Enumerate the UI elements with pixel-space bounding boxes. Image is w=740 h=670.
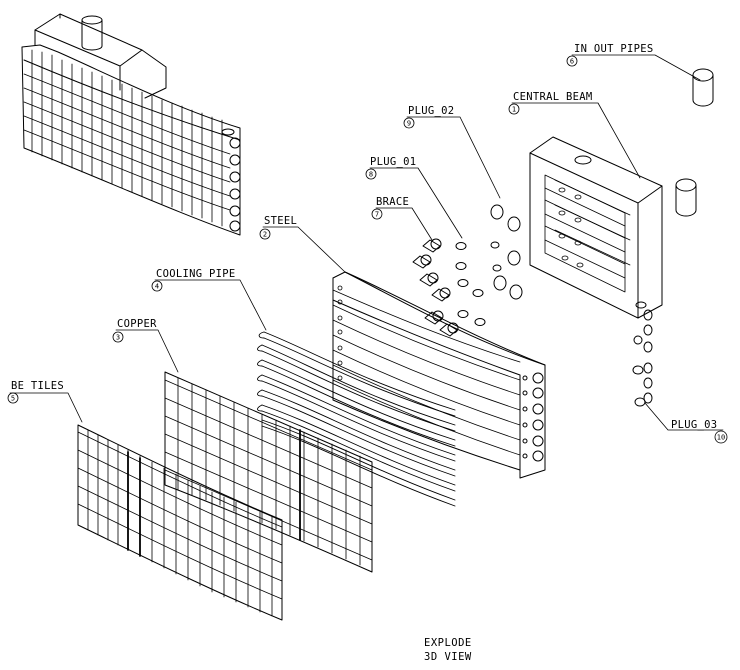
callout-label: BRACE — [376, 196, 409, 208]
callout-brace: BRACE 7 — [371, 196, 409, 220]
callout-label: STEEL — [264, 215, 297, 227]
central-beam-part — [529, 136, 663, 319]
callout-label: PLUG_02 — [408, 105, 454, 117]
callout-label: PLUG_03 — [671, 419, 717, 431]
callout-label: COOLING PIPE — [156, 268, 235, 280]
brace-cylinders — [412, 238, 459, 337]
callout-steel: STEEL 2 — [259, 215, 297, 240]
callout-copper: COPPER 3 — [112, 318, 157, 343]
view-title-line-2: 3D VIEW — [424, 651, 472, 663]
callout-number: 6 — [570, 58, 574, 66]
plug-02-discs — [490, 204, 523, 300]
braces-and-plugs — [412, 204, 653, 407]
callout-label: BE TILES — [11, 380, 64, 392]
callout-central-beam: CENTRAL BEAM 1 — [508, 91, 592, 115]
callout-number: 8 — [369, 171, 373, 179]
assembled-module — [21, 13, 241, 236]
callout-number: 3 — [116, 334, 120, 342]
callout-number: 5 — [11, 395, 15, 403]
leader-lines — [9, 54, 724, 431]
callout-cooling-pipe: COOLING PIPE 4 — [151, 268, 235, 292]
copper-part — [164, 371, 373, 573]
steel-part — [332, 271, 546, 479]
be-tiles-part — [77, 424, 283, 621]
in-out-pipes-part — [675, 68, 714, 217]
cooling-pipe-part — [257, 331, 456, 507]
callout-number: 2 — [263, 231, 267, 239]
callout-label: IN OUT PIPES — [574, 43, 653, 55]
callout-be-tiles: BE TILES 5 — [7, 380, 64, 404]
callout-number: 10 — [717, 434, 725, 442]
plug-03-discs — [632, 301, 653, 407]
callout-number: 7 — [375, 211, 379, 219]
callout-label: COPPER — [117, 318, 157, 330]
callout-number: 9 — [407, 120, 411, 128]
callout-plug-03: PLUG_03 10 — [671, 419, 728, 444]
callout-number: 4 — [155, 283, 159, 291]
callout-label: PLUG_01 — [370, 156, 416, 168]
callout-in-out-pipes: IN OUT PIPES 6 — [566, 43, 653, 67]
callout-plug-01: PLUG_01 8 — [365, 156, 416, 180]
view-title-line-1: EXPLODE — [424, 637, 472, 649]
callout-number: 1 — [512, 106, 516, 114]
callout-plug-02: PLUG_02 9 — [403, 105, 454, 129]
callout-label: CENTRAL BEAM — [513, 91, 592, 103]
plug-01-discs — [455, 241, 502, 326]
